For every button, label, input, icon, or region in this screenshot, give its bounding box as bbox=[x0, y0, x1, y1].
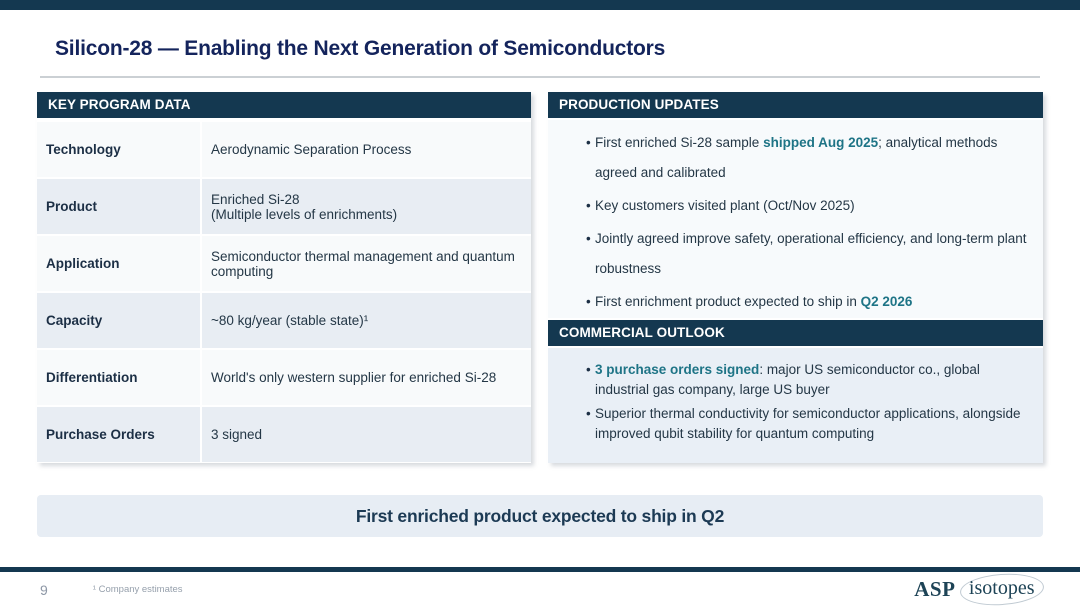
bullet-item: Key customers visited plant (Oct/Nov 202… bbox=[548, 191, 1033, 221]
row-value: World's only western supplier for enrich… bbox=[202, 350, 531, 405]
row-value: Semiconductor thermal management and qua… bbox=[202, 236, 531, 291]
bullet-item: First enrichment product expected to shi… bbox=[548, 287, 1033, 317]
bullet-item: 3 purchase orders signed: major US semic… bbox=[548, 360, 1033, 400]
page-number: 9 bbox=[40, 581, 48, 598]
row-value: 3 signed bbox=[202, 407, 531, 462]
footnote: ¹ Company estimates bbox=[92, 584, 183, 595]
row-value: Enriched Si-28 (Multiple levels of enric… bbox=[202, 179, 531, 234]
updates-panel: PRODUCTION UPDATES First enriched Si-28 … bbox=[548, 92, 1043, 463]
logo-text-isotopes: isotopes bbox=[969, 577, 1035, 600]
bullet-text: ; analytical methods agreed and calibrat… bbox=[595, 135, 998, 180]
bullet-text: : major US semiconductor co., global ind… bbox=[595, 362, 980, 397]
row-label: Application bbox=[37, 236, 200, 291]
bullet-text: Superior thermal conductivity for semico… bbox=[595, 406, 1021, 441]
key-program-header: KEY PROGRAM DATA bbox=[37, 92, 531, 118]
footer-divider-bar bbox=[0, 567, 1080, 572]
bullet-item: Superior thermal conductivity for semico… bbox=[548, 404, 1033, 444]
row-label: Product bbox=[37, 179, 200, 234]
bullet-text: Jointly agreed improve safety, operation… bbox=[595, 231, 1027, 276]
company-logo: ASP isotopes bbox=[914, 571, 1045, 608]
table-row: Capacity~80 kg/year (stable state)¹ bbox=[37, 293, 531, 348]
commercial-outlook-body: 3 purchase orders signed: major US semic… bbox=[548, 348, 1043, 463]
page-title: Silicon-28 — Enabling the Next Generatio… bbox=[55, 37, 666, 60]
bullet-text: Key customers visited plant (Oct/Nov 202… bbox=[595, 198, 855, 213]
row-value: ~80 kg/year (stable state)¹ bbox=[202, 293, 531, 348]
row-value: Aerodynamic Separation Process bbox=[202, 122, 531, 177]
logo-orbit-ellipse: isotopes bbox=[959, 571, 1045, 608]
bullet-item: Jointly agreed improve safety, operation… bbox=[548, 224, 1033, 284]
logo-text-asp: ASP bbox=[914, 577, 956, 601]
row-label: Differentiation bbox=[37, 350, 200, 405]
bullet-text: First enrichment product expected to shi… bbox=[595, 294, 861, 309]
title-divider bbox=[40, 76, 1040, 78]
bullet-highlight: Q2 2026 bbox=[860, 294, 913, 309]
row-label: Purchase Orders bbox=[37, 407, 200, 462]
production-updates-header: PRODUCTION UPDATES bbox=[548, 92, 1043, 118]
production-updates-list: First enriched Si-28 sample shipped Aug … bbox=[548, 128, 1033, 317]
highlight-banner: First enriched product expected to ship … bbox=[37, 495, 1043, 537]
bullet-text: First enriched Si-28 sample bbox=[595, 135, 764, 150]
footer: 9 ¹ Company estimates ASP isotopes bbox=[0, 571, 1080, 608]
row-label: Technology bbox=[37, 122, 200, 177]
bullet-item: First enriched Si-28 sample shipped Aug … bbox=[548, 128, 1033, 188]
commercial-outlook-header: COMMERCIAL OUTLOOK bbox=[548, 320, 1043, 346]
production-updates-body: First enriched Si-28 sample shipped Aug … bbox=[548, 120, 1043, 318]
bullet-highlight: shipped Aug 2025 bbox=[763, 135, 879, 150]
commercial-outlook-list: 3 purchase orders signed: major US semic… bbox=[548, 360, 1033, 444]
bullet-highlight: 3 purchase orders signed bbox=[595, 362, 760, 377]
top-accent-bar bbox=[0, 0, 1080, 10]
row-label: Capacity bbox=[37, 293, 200, 348]
